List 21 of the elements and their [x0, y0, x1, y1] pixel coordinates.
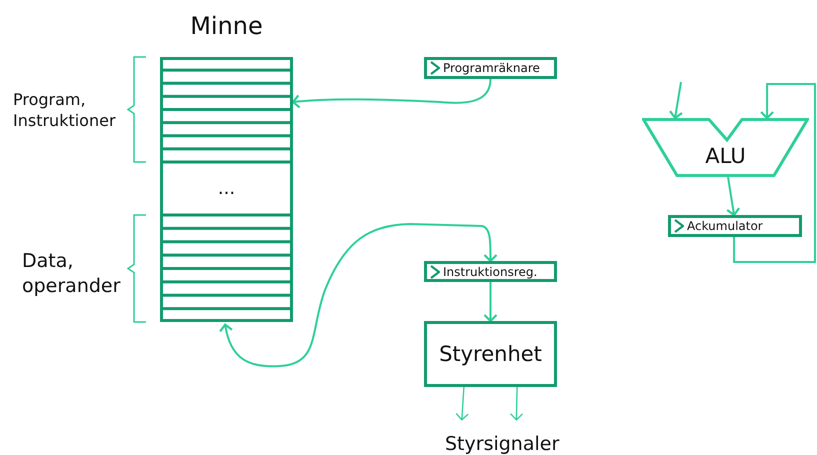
control-unit-box: Styrenhet: [424, 321, 557, 387]
ellipsis-text: ...: [216, 178, 236, 199]
arrow: [292, 78, 492, 109]
memory-section-label: Program, Instruktioner: [13, 90, 117, 132]
arrow: [483, 282, 498, 322]
arrow: [733, 83, 816, 263]
arrow: [456, 386, 469, 420]
arrow: [726, 176, 740, 216]
arrow: [510, 386, 524, 420]
register-label: Instruktionsreg.: [443, 264, 538, 278]
register-label: Ackumulator: [687, 219, 763, 233]
register-box: [424, 57, 557, 79]
output-label: Styrsignaler: [445, 433, 560, 455]
memory-title: Minne: [189, 12, 264, 40]
register-box: [424, 261, 557, 282]
alu-label: ALU: [704, 144, 747, 168]
memory-section-label: Data, operander: [22, 249, 122, 298]
register-box: [668, 215, 802, 237]
arrow: [219, 223, 498, 368]
register-label: Programräknare: [443, 61, 540, 75]
arrow: [669, 82, 684, 120]
